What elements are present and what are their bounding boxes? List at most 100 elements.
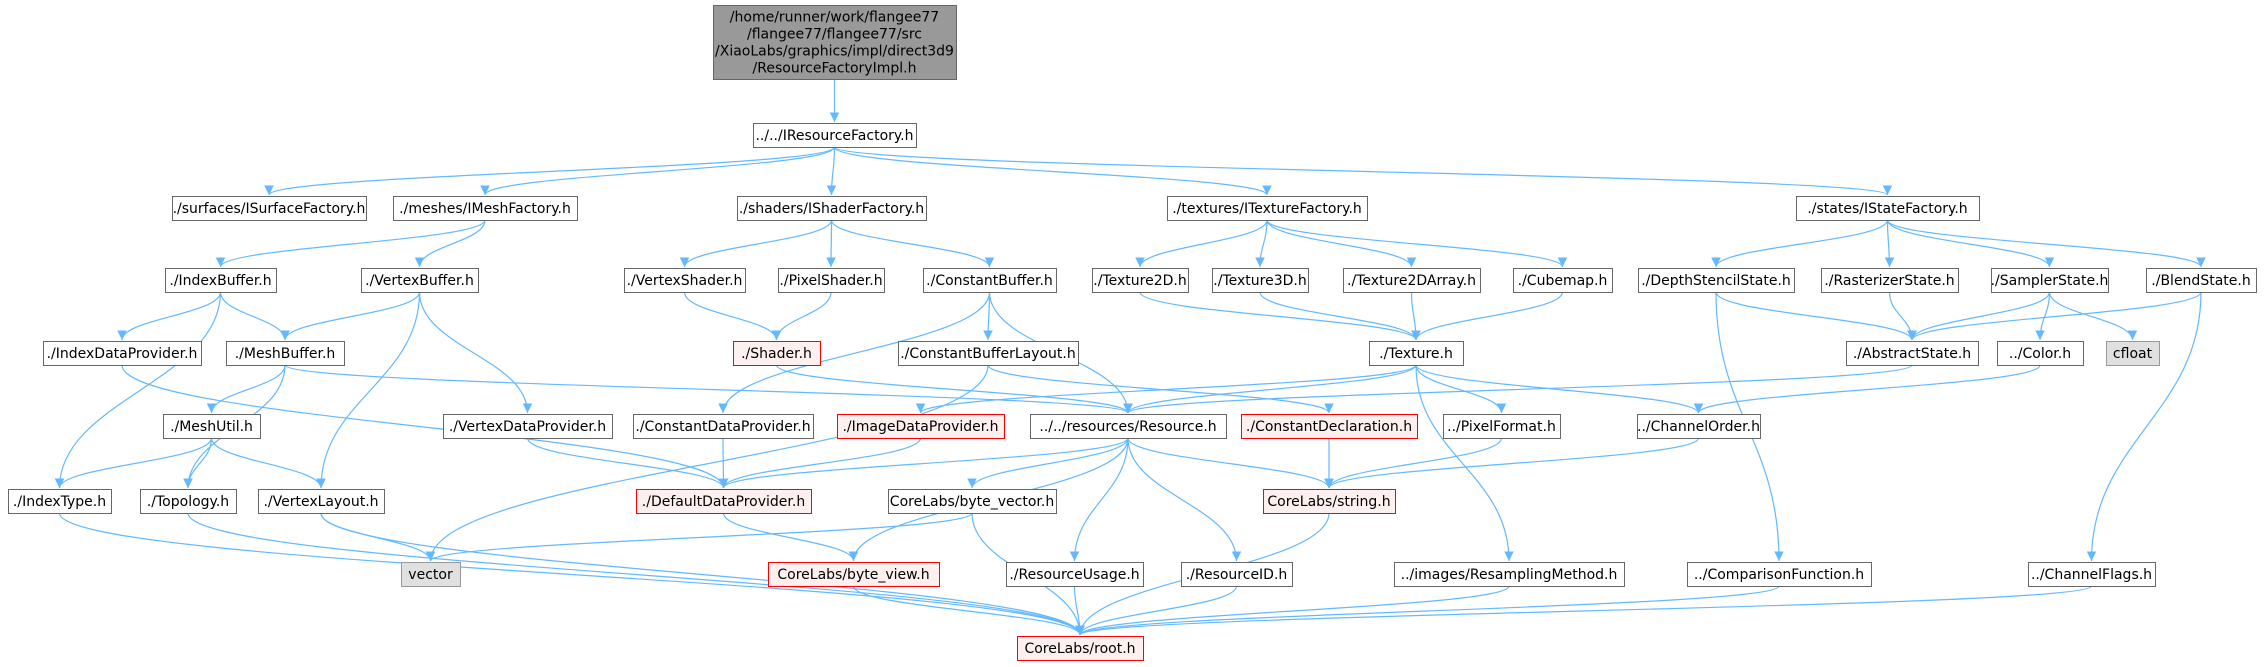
node-resource[interactable]: ../../resources/Resource.h [1030, 414, 1227, 439]
node-imagedataprovider[interactable]: ./ImageDataProvider.h [837, 414, 1005, 439]
node-label: ./SamplerState.h [1991, 273, 2109, 289]
node-texture2darray[interactable]: ./Texture2DArray.h [1343, 268, 1481, 293]
edge-texture-to-resamplingmethod [1415, 364, 1514, 562]
node-vertexshader[interactable]: ./VertexShader.h [624, 268, 746, 293]
node-label: /flangee77/flangee77/src [747, 27, 922, 43]
node-resamplingmethod[interactable]: ../images/ResamplingMethod.h [1394, 562, 1625, 587]
node-pixelformat[interactable]: ../PixelFormat.h [1443, 414, 1561, 439]
node-string[interactable]: CoreLabs/string.h [1263, 489, 1396, 514]
node-rasterizerstate[interactable]: ./RasterizerState.h [1821, 268, 1959, 293]
node-box [1991, 268, 2109, 293]
node-samplerstate[interactable]: ./SamplerState.h [1991, 268, 2109, 293]
edge-pixelshader-to-shader [771, 291, 832, 341]
node-label: ./AbstractState.h [1853, 346, 1971, 362]
node-defaultdataprovider[interactable]: ./DefaultDataProvider.h [636, 489, 812, 514]
node-byteview[interactable]: CoreLabs/byte_view.h [768, 562, 940, 587]
node-layer: /home/runner/work/flangee77/flangee77/fl… [8, 5, 2257, 661]
node-box [226, 341, 345, 366]
node-label: ../PixelFormat.h [1447, 419, 1556, 435]
node-abstractstate[interactable]: ./AbstractState.h [1846, 341, 1979, 366]
node-ishaderfactory[interactable]: ./shaders/IShaderFactory.h [737, 196, 927, 221]
node-label: ../ComparisonFunction.h [1694, 567, 1864, 583]
node-box [753, 123, 917, 148]
edge-blendstate-to-channelflags [2086, 291, 2202, 562]
edge-ishaderfactory-to-vertexshader [679, 219, 833, 268]
node-resourceid[interactable]: ./ResourceID.h [1181, 562, 1293, 587]
edge-vertexdataprovider-to-defaultdataprovider [526, 437, 729, 489]
node-itexturefactory[interactable]: ./textures/ITextureFactory.h [1167, 196, 1368, 221]
edge-vertexlayout-to-rooth [320, 512, 1085, 636]
node-box [1687, 562, 1872, 587]
edge-channelorder-to-string [1324, 437, 1700, 489]
node-box [393, 196, 578, 221]
node-label: ./Texture2DArray.h [1347, 273, 1476, 289]
node-depthstencilstate[interactable]: ./DepthStencilState.h [1638, 268, 1795, 293]
node-color[interactable]: ../Color.h [1997, 341, 2084, 366]
edge-meshbuffer-to-meshutil [206, 364, 286, 414]
node-label: ./ConstantDataProvider.h [635, 419, 810, 435]
node-rooth[interactable]: CoreLabs/root.h [1017, 636, 1144, 661]
node-label: ./Texture3D.h [1213, 273, 1306, 289]
edge-resource-to-string [1127, 437, 1334, 489]
node-comparisonfunction[interactable]: ../ComparisonFunction.h [1687, 562, 1872, 587]
node-box [1821, 268, 1959, 293]
node-meshbuffer[interactable]: ./MeshBuffer.h [226, 341, 345, 366]
node-label: ../ChannelFlags.h [2031, 567, 2152, 583]
node-texture[interactable]: ./Texture.h [1369, 341, 1464, 366]
node-channelorder[interactable]: ../ChannelOrder.h [1637, 414, 1761, 439]
node-texture3d[interactable]: ./Texture3D.h [1212, 268, 1309, 293]
edge-itexturefactory-to-texture3d [1255, 219, 1268, 268]
node-box [2028, 562, 2156, 587]
node-label: /XiaoLabs/graphics/impl/direct3d9 [715, 44, 954, 60]
node-imeshfactory[interactable]: ./meshes/IMeshFactory.h [393, 196, 578, 221]
node-label: ../../IResourceFactory.h [755, 128, 913, 144]
node-cfloat[interactable]: cfloat [2106, 341, 2160, 366]
node-box [1394, 562, 1625, 587]
node-label: ./textures/ITextureFactory.h [1172, 201, 1362, 217]
node-label: ./Cubemap.h [1518, 273, 1608, 289]
node-box [624, 268, 746, 293]
node-iresourcefactory[interactable]: ../../IResourceFactory.h [753, 123, 917, 148]
node-vertexlayout[interactable]: ./VertexLayout.h [258, 489, 385, 514]
node-meshutil[interactable]: ./MeshUtil.h [163, 414, 261, 439]
node-resourceusage[interactable]: ./ResourceUsage.h [1006, 562, 1144, 587]
edge-byteview-to-rooth [852, 585, 1085, 636]
node-pixelshader[interactable]: ./PixelShader.h [778, 268, 885, 293]
edge-itexturefactory-to-texture2d [1135, 219, 1268, 268]
node-label: ./ConstantBuffer.h [926, 273, 1053, 289]
node-texture2d[interactable]: ./Texture2D.h [1092, 268, 1189, 293]
node-shader[interactable]: ./Shader.h [733, 341, 821, 366]
edge-iresourcefactory-to-istatefactory [833, 146, 1892, 196]
node-bytevector[interactable]: CoreLabs/byte_vector.h [888, 489, 1057, 514]
node-vertexbuffer[interactable]: ./VertexBuffer.h [361, 268, 479, 293]
node-constantdataprovider[interactable]: ./ConstantDataProvider.h [633, 414, 814, 439]
edge-cubemap-to-texture [1411, 291, 1564, 341]
node-box [1006, 562, 1144, 587]
node-vertexdataprovider[interactable]: ./VertexDataProvider.h [443, 414, 613, 439]
node-root[interactable]: /home/runner/work/flangee77/flangee77/fl… [713, 5, 957, 80]
node-istatefactory[interactable]: ./states/IStateFactory.h [1796, 196, 1980, 221]
node-constantbuffer[interactable]: ./ConstantBuffer.h [923, 268, 1057, 293]
node-indexdataprovider[interactable]: ./IndexDataProvider.h [43, 341, 202, 366]
node-topology[interactable]: ./Topology.h [140, 489, 237, 514]
node-cubemap[interactable]: ./Cubemap.h [1513, 268, 1613, 293]
edge-itexturefactory-to-texture2darray [1266, 219, 1417, 268]
node-label: ./IndexType.h [13, 494, 106, 510]
node-label: /ResourceFactoryImpl.h [753, 61, 917, 77]
node-blendstate[interactable]: ./BlendState.h [2146, 268, 2257, 293]
node-channelflags[interactable]: ../ChannelFlags.h [2028, 562, 2156, 587]
node-label: CoreLabs/string.h [1267, 494, 1390, 510]
node-indextype[interactable]: ./IndexType.h [8, 489, 112, 514]
node-label: /home/runner/work/flangee77 [730, 10, 939, 26]
edge-imeshfactory-to-vertexbuffer [414, 219, 486, 268]
node-label: ./Texture.h [1379, 346, 1453, 362]
node-label: ./PixelShader.h [779, 273, 882, 289]
node-vector[interactable]: vector [401, 562, 461, 587]
node-constantdeclaration[interactable]: ./ConstantDeclaration.h [1241, 414, 1418, 439]
node-label: ./states/IStateFactory.h [1807, 201, 1967, 217]
node-isurfacefactory[interactable]: ./surfaces/ISurfaceFactory.h [172, 196, 367, 221]
node-box [1846, 341, 1979, 366]
node-indexbuffer[interactable]: ./IndexBuffer.h [165, 268, 277, 293]
edge-samplerstate-to-abstractstate [1907, 291, 2051, 341]
node-constantbufferlayout[interactable]: ./ConstantBufferLayout.h [898, 341, 1079, 366]
